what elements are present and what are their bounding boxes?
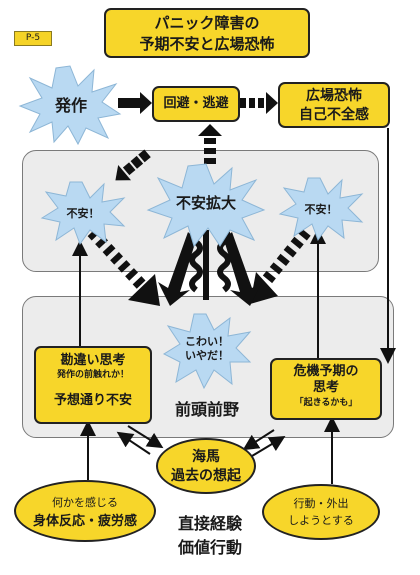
- body-oval: 何かを感じる 身体反応・疲労感: [14, 480, 156, 542]
- avoidance-label: 回避・逃避: [163, 96, 229, 111]
- arrow-spring-center: [158, 227, 262, 306]
- title-line-2: 予期不安と広場恐怖: [139, 35, 275, 53]
- arrow-left-anxiety-to-fear: [87, 227, 160, 306]
- arrow-hippo-crisis: [242, 429, 286, 457]
- frontal-label: 前頭前野: [174, 400, 239, 419]
- misthink-sub: 発作の前触れか！: [56, 370, 129, 380]
- direct-line-2: 価値行動: [177, 538, 242, 557]
- anxiety-right-burst: [278, 177, 364, 242]
- crisis-sub: 「起きるかも」: [294, 398, 358, 408]
- arrow-spread-to-attack: [115, 149, 151, 181]
- title-line-1: パニック障害の: [154, 14, 260, 32]
- action-line-1: 行動・外出: [293, 497, 349, 510]
- crisis-line-2: 思考: [312, 380, 339, 395]
- arrow-hippo-misthink: [116, 425, 164, 455]
- misthink-box: 勘違い思考 発作の前触れか！ 予想通り不安: [34, 346, 152, 424]
- attack-burst: [18, 65, 122, 146]
- arrow-right-anxiety-to-fear: [250, 228, 311, 304]
- fear-label-2: いやだ！: [185, 349, 229, 362]
- direct-line-1: 直接経験: [177, 514, 242, 533]
- anxiety-left-label: 不安！: [66, 207, 100, 220]
- misthink-title: 勘違い思考: [60, 353, 126, 368]
- hippo-line-1: 海馬: [192, 449, 220, 465]
- arrow-avoidance-to-agoraphobia: [240, 92, 278, 114]
- anxiety-left-burst: [40, 181, 126, 246]
- agoraphobia-box: 広場恐怖 自己不全感: [278, 82, 390, 128]
- crisis-line-1: 危機予期の: [293, 364, 359, 379]
- arrow-spread-to-avoidance: [198, 124, 222, 164]
- attack-label: 発作: [54, 96, 87, 115]
- body-line-1: 何かを感じる: [52, 496, 118, 509]
- anxiety-spread-label: 不安拡大: [175, 194, 236, 212]
- page-tag: P-5: [14, 31, 52, 46]
- body-line-2: 身体反応・疲労感: [32, 514, 137, 529]
- anxiety-spread-burst: [146, 163, 266, 248]
- action-oval: 行動・外出 しようとする: [262, 484, 380, 540]
- avoidance-box: 回避・逃避: [152, 86, 240, 122]
- agoraphobia-line-2: 自己不全感: [299, 107, 369, 123]
- anxiety-right-label: 不安！: [304, 203, 338, 216]
- hippocampus-oval: 海馬 過去の想起: [156, 438, 256, 494]
- arrow-attack-to-avoidance: [118, 92, 152, 114]
- fear-burst: [162, 313, 252, 390]
- title-box: パニック障害の 予期不安と広場恐怖: [104, 8, 310, 58]
- action-line-2: しようとする: [288, 514, 354, 527]
- fear-label-1: こわい！: [185, 335, 229, 348]
- crisis-box: 危機予期の 思考 「起きるかも」: [270, 358, 382, 420]
- hippo-line-2: 過去の想起: [171, 468, 241, 484]
- misthink-bottom: 予想通り不安: [53, 393, 132, 408]
- agoraphobia-line-1: 広場恐怖: [306, 88, 362, 104]
